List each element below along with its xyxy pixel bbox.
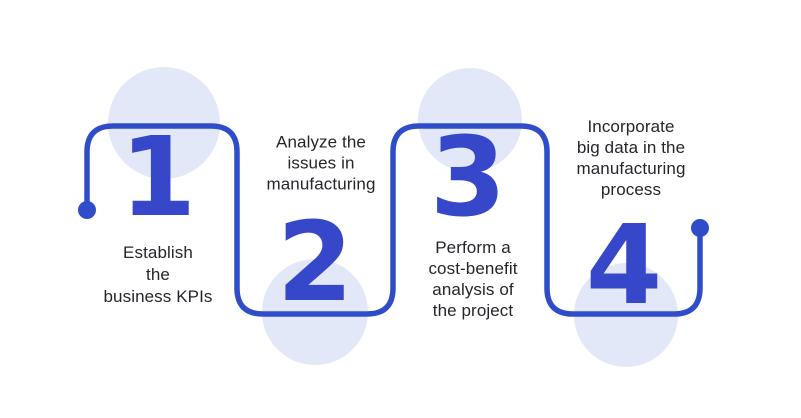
step-3-label: Perform a cost-benefit analysis of the p… [428,238,518,320]
step-1-number: 1 [119,113,197,241]
step-1-bg-circle [108,67,220,179]
start-dot-icon [78,201,96,219]
step-3-number: 3 [429,113,507,241]
step-4-number: 4 [585,201,663,329]
step-4-label: Incorporate big data in the manufacturin… [576,117,686,199]
step-1-label: Establish the business KPIs [103,243,213,306]
flow-connector-path [84,123,703,317]
step-2-label: Analyze the issues in manufacturing [266,132,376,194]
step-3-bg-circle [418,68,522,172]
end-dot-icon [691,219,709,237]
step-2-number: 2 [276,198,354,326]
